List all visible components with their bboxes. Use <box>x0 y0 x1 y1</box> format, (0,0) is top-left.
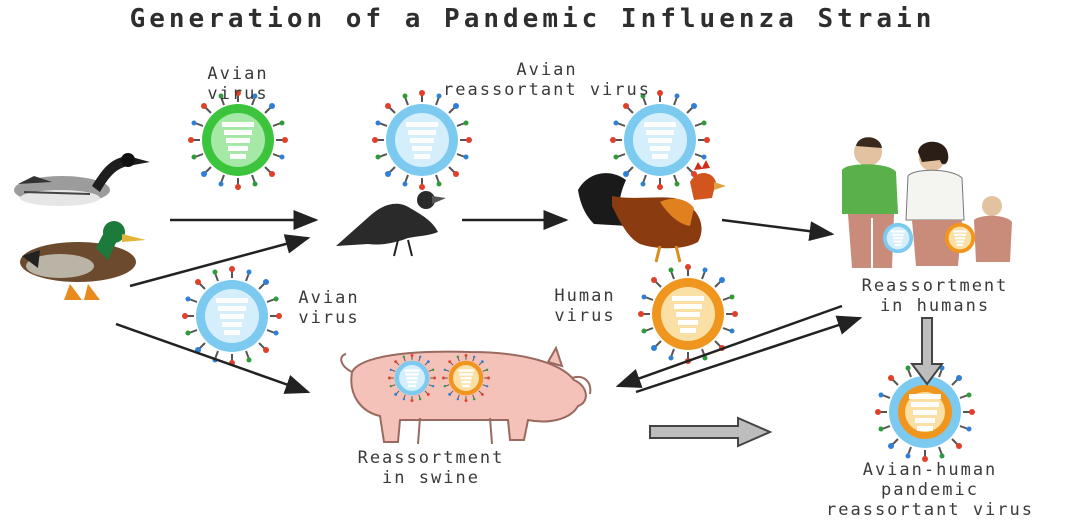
arrow-humans-to-pandemic <box>912 318 942 384</box>
quail-icon <box>336 191 446 256</box>
avian-reassortant-virus-icon-1 <box>372 90 472 190</box>
arrow-rooster-to-humans <box>722 220 832 234</box>
avian-reassortant-virus-icon-2 <box>610 90 710 190</box>
arrow-duck-to-bird <box>130 238 308 286</box>
arrow-swine-to-pandemic <box>650 418 770 446</box>
label-avian-virus-top: Avian virus <box>193 64 283 104</box>
arrow-humans-to-pig <box>618 306 842 386</box>
human-family-icon <box>842 137 1012 268</box>
avian-virus-green-icon <box>188 90 288 190</box>
pig-icon <box>341 348 590 444</box>
label-avian-virus-mid: Avian virus <box>284 288 374 328</box>
goose-icon <box>14 153 150 206</box>
label-reassortment-in-humans: Reassortment in humans <box>830 276 1040 316</box>
avian-virus-blue-icon <box>182 266 282 366</box>
rooster-icon <box>578 160 726 262</box>
label-avian-reassortant-virus: Avian reassortant virus <box>412 60 682 100</box>
label-pandemic-reassortant-virus: Avian-human pandemic reassortant virus <box>800 460 1060 520</box>
label-human-virus: Human virus <box>530 286 640 326</box>
duck-icon <box>20 221 146 300</box>
label-reassortment-in-swine: Reassortment in swine <box>326 448 536 488</box>
